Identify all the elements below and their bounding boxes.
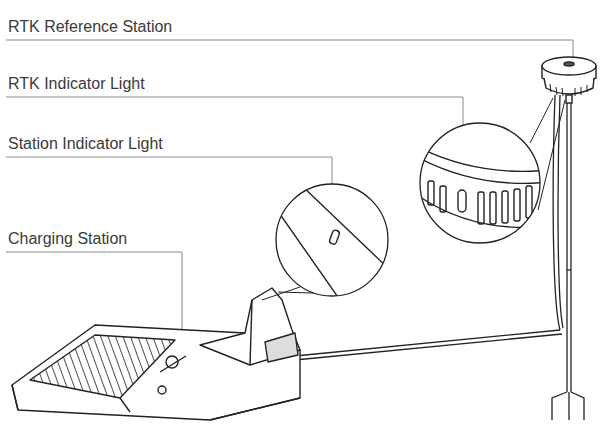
part-label: Station Indicator Light [8, 134, 163, 154]
part-label: RTK Reference Station [8, 17, 172, 37]
part-label: Charging Station [8, 229, 127, 249]
part-label: RTK Indicator Light [8, 74, 145, 94]
